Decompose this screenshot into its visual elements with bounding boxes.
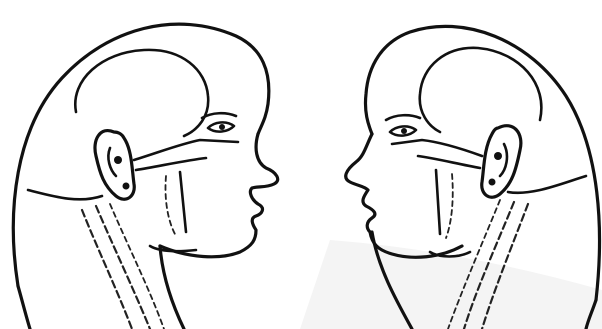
shoulder-line	[508, 176, 586, 193]
pupil	[219, 124, 225, 130]
cranial-circle	[75, 50, 208, 136]
cheek-line	[136, 158, 206, 170]
facial-nerve-line	[134, 140, 238, 160]
jaw-dashed	[165, 176, 176, 236]
head-outline-back	[13, 24, 269, 286]
jaw-vertical	[436, 170, 440, 234]
cheek-line	[418, 156, 480, 168]
facial-nerve-line	[392, 140, 482, 156]
ear-lobe-mark	[489, 179, 496, 186]
neck-back-line	[18, 286, 30, 329]
ear-inner	[500, 144, 507, 176]
head-facing-right	[13, 24, 277, 329]
neck-muscle-3	[110, 204, 164, 329]
face-profile	[160, 134, 278, 257]
ear-lobe-mark	[123, 183, 130, 190]
throat-line	[160, 246, 184, 329]
shoulder-line	[28, 190, 102, 199]
face-profile	[346, 134, 462, 257]
ear-canal	[494, 152, 502, 160]
jaw-dashed	[446, 174, 453, 238]
eyebrow	[386, 115, 420, 120]
chin-under-line	[150, 246, 196, 251]
jaw-vertical	[180, 172, 186, 232]
background-shading	[300, 240, 602, 329]
ear	[95, 131, 134, 200]
ear	[482, 126, 521, 198]
pupil	[401, 128, 407, 134]
ear-canal	[114, 156, 122, 164]
neck-muscle-2	[96, 206, 150, 329]
cranial-circle	[420, 48, 542, 132]
